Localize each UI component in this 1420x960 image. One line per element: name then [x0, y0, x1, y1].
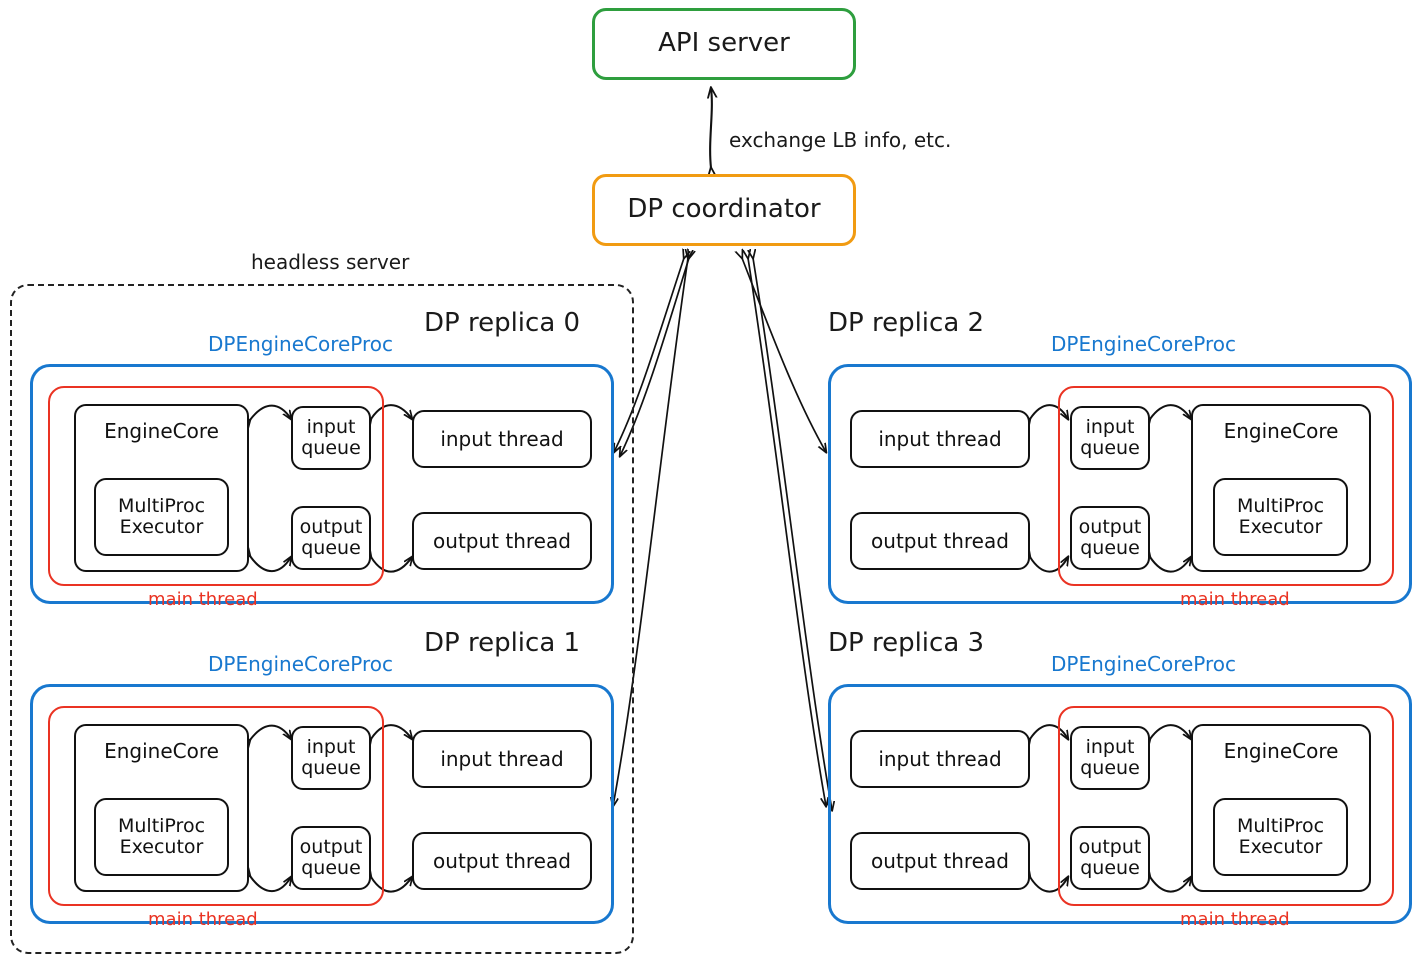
replica-3-process-label: DPEngineCoreProc	[1051, 652, 1237, 676]
replica-0-output-queue-line2: queue	[301, 537, 361, 559]
replica-1-input-queue-line2: queue	[301, 757, 361, 779]
replica-1-input-queue-line1: input	[306, 735, 356, 758]
replica-3-output-queue-line2: queue	[1080, 857, 1140, 879]
replica-1-output-thread-label: output thread	[433, 848, 571, 873]
replica-2-multiproc-executor[interactable]: MultiProc Executor	[1213, 478, 1348, 556]
replica-0-input-queue-line2: queue	[301, 437, 361, 459]
replica-3-input-queue-line1: input	[1085, 735, 1135, 758]
replica-2-input-queue[interactable]: input queue	[1070, 406, 1150, 470]
replica-0-enginecore-label: EngineCore	[104, 419, 219, 443]
replica-3-main-thread-frame	[1058, 706, 1394, 906]
replica-3-input-queue-line2: queue	[1080, 757, 1140, 779]
replica-0-input-queue-line1: input	[306, 415, 356, 438]
replica-1-input-queue[interactable]: input queue	[291, 726, 371, 790]
replica-0-title: DP replica 0	[424, 308, 581, 338]
exchange-lb-info-label: exchange LB info, etc.	[729, 128, 952, 152]
replica-1-title: DP replica 1	[424, 628, 581, 658]
replica-0-input-queue[interactable]: input queue	[291, 406, 371, 470]
replica-1-process-frame[interactable]	[30, 684, 614, 924]
replica-3-output-thread-label: output thread	[871, 848, 1009, 873]
replica-0-process-frame[interactable]	[30, 364, 614, 604]
replica-1-mpe-line2: Executor	[119, 836, 204, 858]
replica-0-output-thread[interactable]: output thread	[412, 512, 592, 570]
replica-0-main-thread-label: main thread	[148, 589, 258, 610]
replica-2-input-thread-label: input thread	[878, 426, 1002, 451]
replica-0-multiproc-executor[interactable]: MultiProc Executor	[94, 478, 229, 556]
replica-3-output-thread[interactable]: output thread	[850, 832, 1030, 890]
replica-3-enginecore-label: EngineCore	[1223, 739, 1339, 763]
replica-0-input-thread[interactable]: input thread	[412, 410, 592, 468]
replica-2-output-queue-line2: queue	[1080, 537, 1140, 559]
replica-0-mpe-line2: Executor	[119, 516, 204, 538]
replica-2-enginecore-label: EngineCore	[1223, 419, 1339, 443]
replica-2-input-queue-line1: input	[1085, 415, 1135, 438]
replica-3-input-thread[interactable]: input thread	[850, 730, 1030, 788]
arrow-coordinator-api	[710, 88, 712, 168]
replica-2-process-label: DPEngineCoreProc	[1051, 332, 1237, 356]
replica-1-multiproc-executor[interactable]: MultiProc Executor	[94, 798, 229, 876]
dp-coordinator-label: DP coordinator	[627, 194, 821, 225]
api-server-node[interactable]: API server	[592, 8, 856, 80]
replica-0-output-queue[interactable]: output queue	[291, 506, 371, 570]
replica-2-output-queue-line1: output	[1078, 515, 1142, 538]
replica-1-output-thread[interactable]: output thread	[412, 832, 592, 890]
replica-1-output-queue-line1: output	[299, 835, 363, 858]
replica-3-input-queue[interactable]: input queue	[1070, 726, 1150, 790]
replica-1-output-queue-line2: queue	[301, 857, 361, 879]
replica-0-process-label: DPEngineCoreProc	[208, 332, 394, 356]
replica-2-main-thread-frame	[1058, 386, 1394, 586]
replica-0-output-thread-label: output thread	[433, 528, 571, 553]
replica-3-mpe-line1: MultiProc	[1236, 814, 1325, 837]
replica-3-output-queue-line1: output	[1078, 835, 1142, 858]
replica-0-input-thread-label: input thread	[440, 426, 564, 451]
replica-2-title: DP replica 2	[828, 308, 985, 338]
replica-3-multiproc-executor[interactable]: MultiProc Executor	[1213, 798, 1348, 876]
replica-2-input-thread[interactable]: input thread	[850, 410, 1030, 468]
replica-3-title: DP replica 3	[828, 628, 985, 658]
replica-1-process-label: DPEngineCoreProc	[208, 652, 394, 676]
replica-0-main-thread-frame	[48, 386, 384, 586]
replica-1-mpe-line1: MultiProc	[117, 814, 206, 837]
replica-3-output-queue[interactable]: output queue	[1070, 826, 1150, 890]
replica-3-input-thread-label: input thread	[878, 746, 1002, 771]
replica-3-mpe-line2: Executor	[1238, 836, 1323, 858]
replica-2-mpe-line2: Executor	[1238, 516, 1323, 538]
replica-2-mpe-line1: MultiProc	[1236, 494, 1325, 517]
replica-2-input-queue-line2: queue	[1080, 437, 1140, 459]
replica-2-output-thread-label: output thread	[871, 528, 1009, 553]
api-server-label: API server	[658, 28, 790, 59]
replica-2-output-queue[interactable]: output queue	[1070, 506, 1150, 570]
replica-1-input-thread[interactable]: input thread	[412, 730, 592, 788]
replica-1-input-thread-label: input thread	[440, 746, 564, 771]
replica-2-process-frame[interactable]	[828, 364, 1412, 604]
arrow-coordinator-replica3	[748, 258, 832, 810]
headless-server-frame	[10, 284, 634, 954]
replica-3-process-frame[interactable]	[828, 684, 1412, 924]
replica-1-main-thread-label: main thread	[148, 909, 258, 930]
replica-0-mpe-line1: MultiProc	[117, 494, 206, 517]
replica-3-main-thread-label: main thread	[1180, 909, 1290, 930]
headless-server-label: headless server	[251, 250, 410, 274]
replica-1-enginecore-label: EngineCore	[104, 739, 219, 763]
replica-2-main-thread-label: main thread	[1180, 589, 1290, 610]
replica-1-main-thread-frame	[48, 706, 384, 906]
replica-1-output-queue[interactable]: output queue	[291, 826, 371, 890]
replica-2-output-thread[interactable]: output thread	[850, 512, 1030, 570]
arrow-coordinator-replica2	[742, 258, 826, 452]
dp-coordinator-node[interactable]: DP coordinator	[592, 174, 856, 246]
replica-0-output-queue-line1: output	[299, 515, 363, 538]
